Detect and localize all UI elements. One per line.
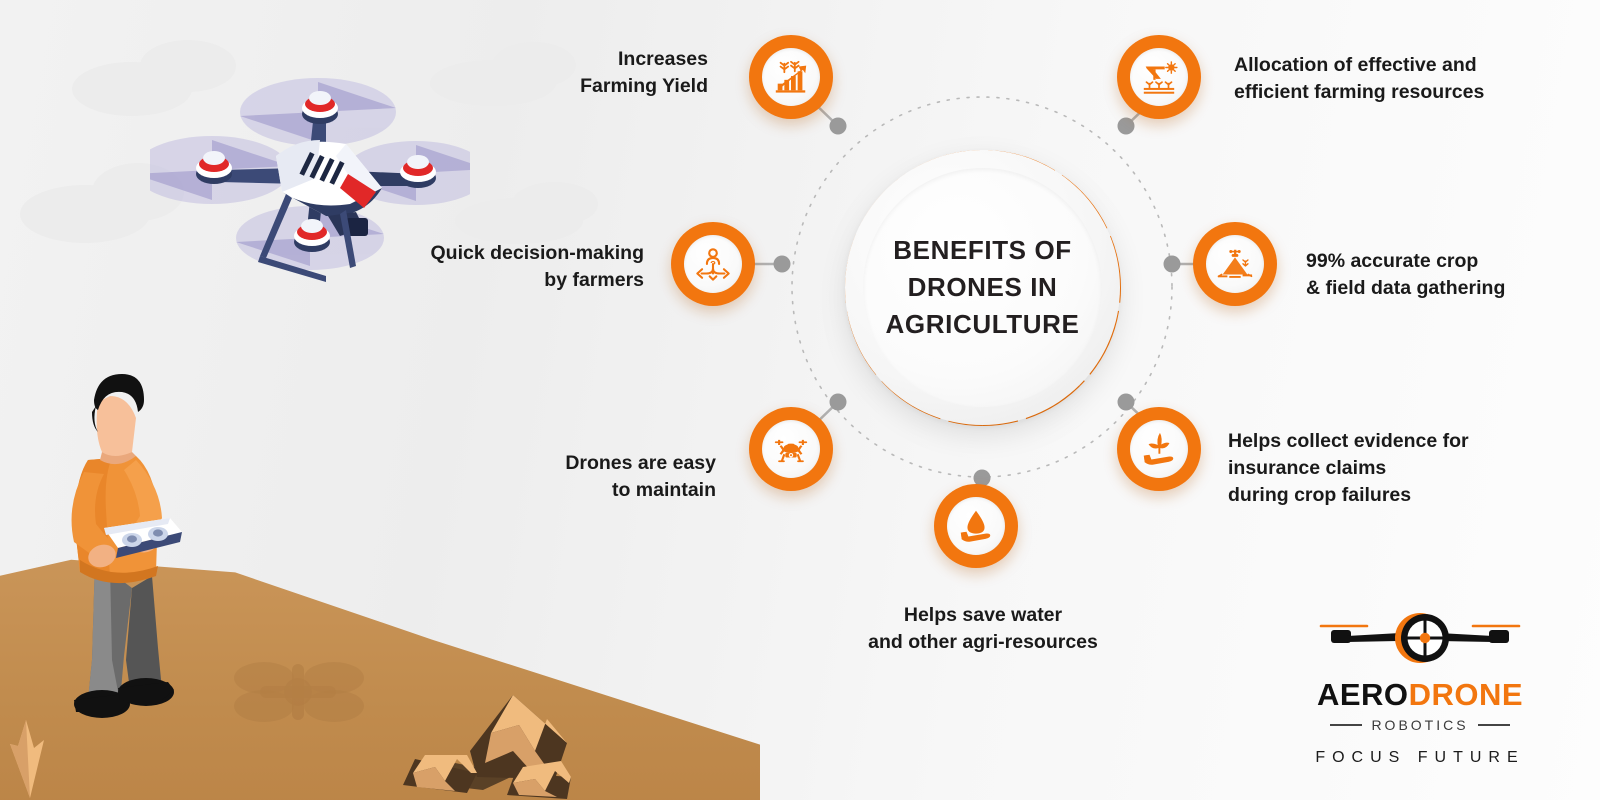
logo-tagline: FOCUS FUTURE: [1315, 749, 1525, 766]
node-face: ?: [684, 235, 742, 293]
benefit-label-save-water: Helps save water and other agri-resource…: [868, 604, 1098, 653]
cloud-shape: [492, 42, 576, 88]
svg-text:?: ?: [710, 259, 716, 270]
benefit-node-save-water[interactable]: [934, 484, 1018, 568]
quadcopter-drone-icon: [774, 439, 808, 463]
benefit-node-increases-farming-yield[interactable]: [749, 35, 833, 119]
drone-scanning-field-icon: [1217, 249, 1253, 278]
hand-holding-water-drop-icon: [960, 510, 991, 542]
hub-title-line-3: AGRICULTURE: [885, 309, 1080, 340]
logo-rule-left: [1330, 724, 1363, 726]
node-face: [762, 420, 820, 478]
hub-inner-circle: [863, 168, 1102, 407]
rocks-illustration: [403, 695, 571, 799]
drone-spraying-crops-icon: [1143, 61, 1178, 94]
logo-subtitle-row: ROBOTICS: [1305, 717, 1535, 733]
illustration-scene: [0, 0, 760, 800]
benefit-node-accurate-crop-data[interactable]: [1193, 222, 1277, 306]
benefit-node-insurance-claim-evidence[interactable]: [1117, 407, 1201, 491]
benefit-node-easy-to-maintain[interactable]: [749, 407, 833, 491]
drone-ground-shadow: [234, 662, 364, 722]
benefit-node-allocation-of-resources[interactable]: [1117, 35, 1201, 119]
logo-subtitle: ROBOTICS: [1371, 717, 1469, 733]
node-face: [1206, 235, 1264, 293]
plant-tuft-illustration: [10, 720, 44, 798]
benefit-label-easy-to-maintain: Drones are easy to maintain: [565, 452, 716, 501]
logo-wordmark: AERODRONE: [1305, 679, 1535, 710]
logo-rule-right: [1477, 724, 1510, 726]
node-face: [1130, 48, 1188, 106]
hub-title: BENEFITS OF DRONES IN AGRICULTURE: [845, 150, 1120, 425]
hub-title-line-2: DRONES IN: [907, 271, 1058, 302]
hub-title-line-1: BENEFITS OF: [893, 234, 1072, 265]
drone-logo-mark: [1319, 613, 1521, 663]
logo-word-aero: AERO: [1316, 677, 1409, 712]
hand-holding-sprout-icon: [1143, 432, 1174, 465]
node-face: [947, 497, 1005, 555]
node-face: [762, 48, 820, 106]
hub-circle: BENEFITS OF DRONES IN AGRICULTURE: [845, 150, 1120, 425]
decision-person-arrows-icon: ?: [696, 248, 730, 281]
benefit-node-quick-decision-making[interactable]: ?: [671, 222, 755, 306]
logo-word-drone: DRONE: [1408, 677, 1524, 712]
cloud-shape: [512, 182, 598, 226]
benefit-label-insurance-claim-evidence: Helps collect evidence for insurance cla…: [1228, 430, 1469, 506]
quadcopter-illustration: [150, 78, 470, 282]
cloud-shape: [140, 40, 236, 92]
growth-chart-crop-icon: [775, 60, 807, 93]
benefit-label-allocation-of-resources: Allocation of effective and efficient fa…: [1234, 54, 1485, 103]
benefit-label-quick-decision-making: Quick decision-making by farmers: [430, 242, 644, 291]
farmer-operator-illustration: [71, 374, 182, 718]
benefit-label-increases-farming-yield: Increases Farming Yield: [580, 48, 708, 97]
node-face: [1130, 420, 1188, 478]
benefit-label-accurate-crop-data: 99% accurate crop & field data gathering: [1306, 250, 1506, 299]
brand-logo: AERODRONE ROBOTICS FOCUS FUTURE: [1305, 610, 1535, 767]
